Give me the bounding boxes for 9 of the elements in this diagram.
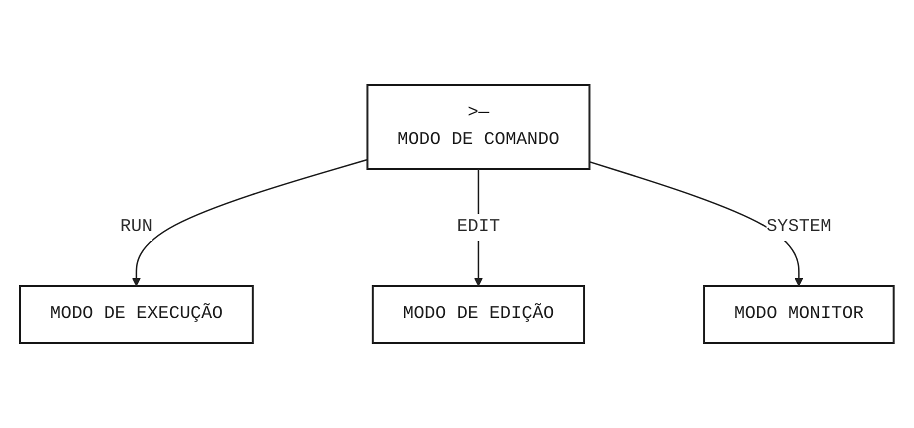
arrow (589, 161, 804, 286)
node-box: >— MODO DE COMANDO (366, 84, 591, 170)
edge-label: SYSTEM (766, 217, 832, 237)
edge-label: EDIT (456, 217, 500, 237)
arrow (132, 158, 368, 286)
edge-label: RUN (120, 217, 153, 237)
node-box: MODO MONITOR (703, 285, 895, 344)
node-box: MODO DE EXECUÇÃO (19, 285, 254, 344)
node-box: MODO DE EDIÇÃO (372, 285, 586, 344)
